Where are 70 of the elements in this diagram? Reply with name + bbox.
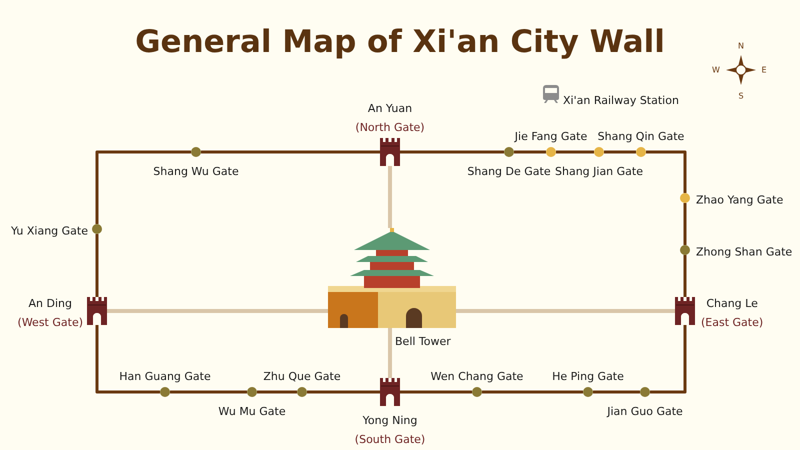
road-line [456, 309, 675, 313]
city-gate-icon [380, 378, 400, 406]
road-line [388, 328, 392, 378]
gate-name-label: Zhao Yang Gate [696, 194, 784, 206]
city-wall-line [593, 390, 640, 394]
city-wall-line [96, 150, 191, 224]
city-wall-line [400, 150, 504, 154]
city-wall-line [96, 234, 98, 297]
city-wall-line [170, 390, 247, 394]
gate-marker-dot [583, 387, 593, 397]
city-gate-icon [87, 297, 107, 325]
city-wall-line [684, 255, 686, 297]
compass-direction-letter: W [712, 66, 720, 74]
gate-marker-dot [546, 147, 556, 157]
road-line [107, 309, 328, 313]
gate-marker-dot [504, 147, 514, 157]
gate-marker-dot [640, 387, 650, 397]
gate-name-label: Shang Jian Gate [555, 165, 643, 178]
city-wall-line [604, 150, 636, 154]
city-wall-line [482, 390, 583, 394]
gate-name-label: An Ding [28, 297, 72, 310]
gate-marker-dot [92, 224, 102, 234]
gate-name-label: Wen Chang Gate [430, 370, 524, 383]
gate-name-label: An Yuan [368, 102, 412, 115]
compass-direction-letter: S [738, 92, 744, 100]
city-wall-line [556, 150, 594, 154]
station-label: Xi'an Railway Station [563, 94, 679, 108]
gate-name-label: Chang Le [706, 297, 758, 310]
city-gate-icon [675, 297, 695, 325]
city-gate-icon [380, 138, 400, 166]
gate-name-label: Jie Fang Gate [514, 130, 588, 143]
city-wall-line [257, 390, 297, 394]
gate-name-label: Shang Qin Gate [598, 130, 684, 143]
gate-name-label: Zhong Shan Gate [696, 246, 792, 258]
gate-direction-label: (North Gate) [355, 121, 425, 134]
city-wall-line [201, 150, 380, 154]
gate-marker-dot [472, 387, 482, 397]
gate-marker-dot [160, 387, 170, 397]
city-wall-line [307, 390, 380, 394]
gate-marker-dot [636, 147, 646, 157]
gate-direction-label: (West Gate) [18, 316, 83, 329]
gate-name-label: Shang Wu Gate [153, 165, 239, 178]
gate-marker-dot [297, 387, 307, 397]
gate-direction-label: (South Gate) [354, 433, 426, 446]
gate-name-label: Jian Guo Gate [607, 405, 683, 418]
city-wall-line [646, 150, 686, 193]
city-wall-line [400, 390, 472, 394]
city-wall-line [684, 203, 686, 245]
gate-marker-dot [191, 147, 201, 157]
gate-name-label: Shang De Gate [467, 165, 551, 178]
bell-tower-drawing [328, 228, 456, 328]
gate-name-label: Han Guang Gate [119, 370, 211, 383]
gate-direction-label: (East Gate) [701, 316, 764, 329]
gate-name-label: He Ping Gate [552, 370, 624, 383]
gate-name-label: Bell Tower [395, 335, 451, 348]
map-title: General Map of Xi'an City Wall [135, 24, 665, 60]
gate-name-label: Zhu Que Gate [263, 370, 341, 383]
gate-marker-dot [680, 245, 690, 255]
city-wall-line [650, 325, 686, 394]
compass-direction-letter: E [761, 66, 767, 74]
gate-name-label: Yong Ning [362, 414, 418, 427]
gate-marker-dot [594, 147, 604, 157]
gate-marker-dot [247, 387, 257, 397]
compass-direction-letter: N [738, 42, 744, 50]
gate-name-label: Wu Mu Gate [218, 405, 286, 418]
road-line [388, 166, 392, 228]
city-wall-line [96, 325, 160, 394]
gate-name-label: Yu Xiang Gate [10, 224, 88, 238]
gate-marker-dot [680, 193, 690, 203]
city-wall-line [514, 150, 546, 154]
